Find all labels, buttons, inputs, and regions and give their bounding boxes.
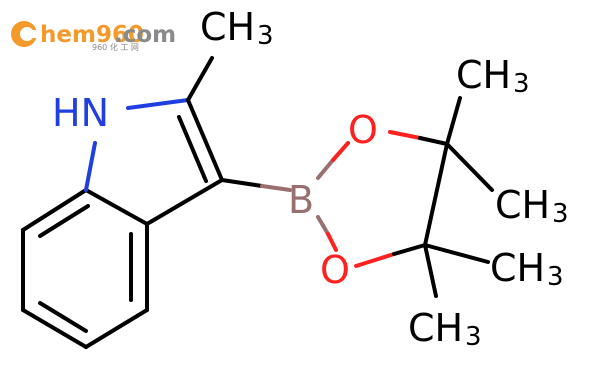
bond-c-ch3-c <box>423 243 490 264</box>
bond-c7-c7-inner <box>38 204 90 238</box>
methyl-d-label: CH <box>408 306 463 350</box>
bond-c-ch3-d <box>423 243 438 298</box>
methyl-d-sub: 3 <box>465 322 482 352</box>
logo-tld-text: .com <box>114 22 176 48</box>
bond-c3-b-b <box>260 184 292 192</box>
bond-n1-c7a <box>84 141 97 192</box>
methyl-a-sub: 3 <box>513 69 530 99</box>
boron-label: B <box>288 178 314 222</box>
watermark-logo: hem960 .com 960 化 工 网 <box>11 21 176 52</box>
bond-o2-c-c <box>392 243 427 256</box>
methyl-a-label: CH <box>456 53 511 97</box>
pyrrole-ring <box>84 56 224 226</box>
methyl-top-label: CH <box>200 5 255 49</box>
oxygen-lower-label: O <box>320 248 350 292</box>
bond-n1-c2 <box>126 98 190 110</box>
bond-b-o2 <box>316 215 330 236</box>
methyl-c-sub: 3 <box>547 262 564 292</box>
bond-cc-backbone <box>423 142 449 247</box>
logo-tagline-text: 960 化 工 网 <box>92 42 139 52</box>
methyl-c-label: CH <box>490 246 545 290</box>
bond-o2-c <box>354 252 396 268</box>
bond-c6-c5 <box>21 308 88 349</box>
bond-c3-b <box>220 178 264 188</box>
methyl-top-sub: 3 <box>257 21 274 51</box>
bond-c-ch3-b <box>445 142 494 192</box>
logo-c-icon <box>11 21 39 47</box>
nitrogen-hn-label: HN <box>52 91 109 135</box>
bond-c7a-c4a <box>84 188 149 226</box>
logo-brand-text: hem960 <box>40 22 144 48</box>
atom-labels: HN CH 3 B O O CH 3 CH 3 CH 3 CH 3 <box>52 5 569 352</box>
methyl-b-sub: 3 <box>552 199 569 229</box>
bond-c2-methyl <box>186 56 214 102</box>
bond-c2-c3 <box>186 98 224 182</box>
bond-c-ch3-a <box>445 96 462 146</box>
benzene-ring <box>21 188 149 349</box>
bond-c5-c4 <box>84 308 149 349</box>
pinacol-boronate <box>220 96 494 298</box>
bond-c3-c3a <box>145 178 224 226</box>
bond-c7a-c7 <box>21 188 88 232</box>
methyl-b-label: CH <box>495 183 550 227</box>
bond-o1-c <box>388 130 422 140</box>
bond-o1-c-c <box>418 136 449 146</box>
bond-c2-c3-inner <box>177 115 208 183</box>
oxygen-upper-label: O <box>348 108 378 152</box>
bond-b-o2-o <box>326 232 338 252</box>
bond-b-o1-o <box>331 141 350 162</box>
bond-c6-c5-inner <box>38 301 88 333</box>
bond-b-o1 <box>316 158 335 180</box>
